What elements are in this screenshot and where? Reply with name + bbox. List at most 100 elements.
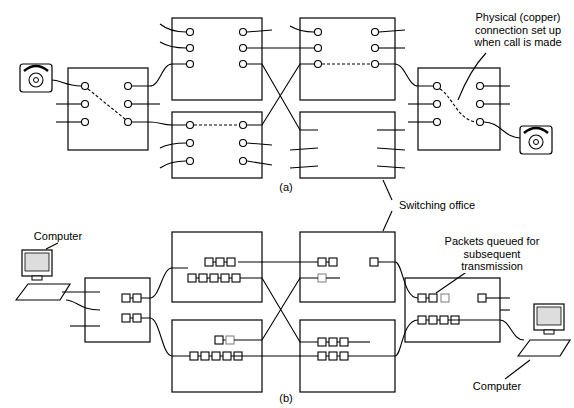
switch-contact [187,158,194,165]
telephone-dial [29,73,43,87]
switch-contact [477,83,484,90]
switch-contact [187,61,194,68]
trunk-wire [505,360,530,379]
queued-packet [440,316,448,324]
trunk-wire [238,261,318,262]
telephone-handset [24,66,48,71]
trunk-wire [132,103,160,104]
switching-office [300,18,395,100]
trunk-wire [132,122,186,125]
switch-contact [240,158,247,165]
queued-packet [232,274,240,282]
trunk-wire [160,42,186,48]
trunk-wire [234,278,318,340]
trunk-wire [436,271,468,293]
computer-stand [544,330,554,334]
queued-packet [122,294,130,302]
switched-connection [88,89,125,119]
switched-connection [194,124,239,125]
trunk-wire [132,64,186,86]
queued-packet [478,294,486,302]
queued-packet [199,274,207,282]
switch-contact [240,45,247,52]
queued-packet [212,352,220,360]
queued-packet [418,294,426,302]
switch-contact [315,45,322,52]
queued-packet [340,352,348,360]
queued-packet [190,352,198,360]
trunk-wire [348,341,370,342]
callout-label: Switching office [397,199,477,212]
computer-monitor [22,250,52,276]
trunk-wire [379,47,405,48]
telephone-icon [520,126,552,154]
queued-packet [329,352,337,360]
queued-packet [122,314,130,322]
trunk-wire [160,161,186,168]
switch-contact [125,119,132,126]
switched-connection [322,63,371,64]
callout-note: Physical (copper) connection set up when… [464,11,572,49]
queued-packet [133,314,141,322]
switching-office [68,68,148,150]
trunk-wire [247,47,314,48]
trunk-wire [377,166,405,168]
queued-packet [201,352,209,360]
trunk-wire [326,277,340,278]
switched-connection [440,89,476,122]
switching-office [300,232,395,302]
trunk-wire [240,278,318,342]
trunk-wire [234,355,318,356]
switch-contact [372,61,379,68]
switch-contact [125,101,132,108]
trunk-wire [379,64,433,86]
switch-contact [315,61,322,68]
trunk-wire [379,30,405,32]
queued-packet [429,294,437,302]
trunk-wire [247,143,272,145]
switching-office [172,232,262,302]
computer-screen [25,253,49,271]
queued-packet [340,338,348,346]
telephone-dial [34,78,39,83]
switching-office [300,112,395,178]
trunk-wire [484,122,520,138]
queued-packet [210,274,218,282]
switch-contact [477,119,484,126]
trunk-wire [52,80,81,86]
trunk-wire [66,300,100,310]
trunk-wire [290,166,318,168]
trunk-wire [377,129,405,130]
switch-contact [125,83,132,90]
switch-contact [82,101,89,108]
figure-part-label: (a) [277,181,294,194]
callout-note: Packets queued for subsequent transmissi… [436,235,548,273]
queued-packet [221,274,229,282]
trunk-wire [247,161,272,165]
figure-part-label: (b) [277,392,294,405]
switch-contact [315,29,322,36]
trunk-wire [500,309,510,310]
switching-office [172,112,262,178]
telephone-dial [534,140,539,145]
queued-packet [215,336,223,344]
trunk-wire [62,291,100,292]
queued-packet [370,258,378,266]
computer-keyboard [16,284,70,300]
switch-contact [240,29,247,36]
trunk-wire [378,262,418,298]
trunk-wire [247,64,314,125]
queued-packet [133,294,141,302]
computer-label: Computer [471,380,523,393]
queued-packet [329,338,337,346]
trunk-wire [484,103,510,104]
switch-contact [477,101,484,108]
telephone-dial [529,135,543,149]
queued-packet [227,258,235,266]
computer-monitor [534,304,564,330]
switch-contact [240,140,247,147]
queued-packet [223,352,231,360]
switch-contact [434,83,441,90]
switching-office [405,278,500,342]
trunk-wire [56,121,81,122]
